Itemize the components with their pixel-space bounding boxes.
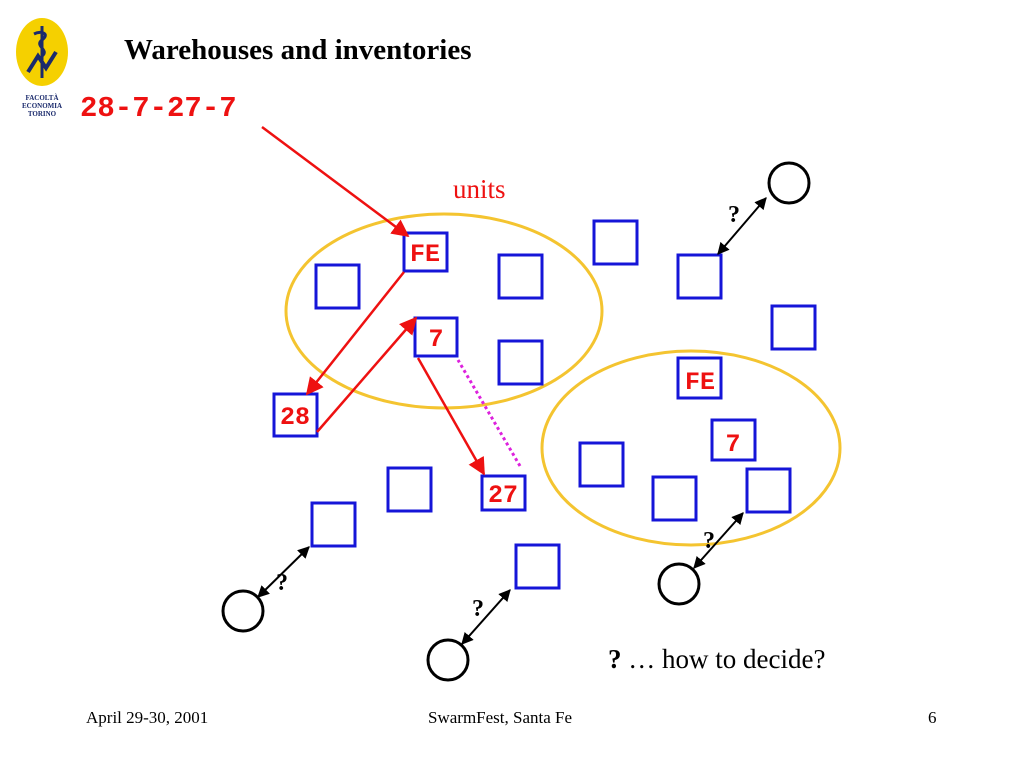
warehouse-ellipse-left xyxy=(284,212,604,410)
unit-box-7-right xyxy=(710,418,757,462)
faculty-logo: FACOLTÀ ECONOMIA TORINO xyxy=(12,12,72,127)
decision-arrow xyxy=(257,546,310,598)
sequence-label: 28-7-27-7 xyxy=(80,92,237,125)
unit-box xyxy=(592,219,639,266)
warehouse-ellipse-right xyxy=(540,349,842,547)
unit-box-28 xyxy=(272,392,319,438)
question-mark: ? xyxy=(728,202,740,228)
unit-box xyxy=(497,253,544,300)
dotted-link-27-to-7 xyxy=(456,359,522,467)
customer-circle xyxy=(767,161,811,205)
logo-text-line3: TORINO xyxy=(27,110,57,118)
unit-box xyxy=(578,441,625,488)
box-label-27: 27 xyxy=(488,481,518,510)
unit-box xyxy=(770,304,817,351)
slide-title: Warehouses and inventories xyxy=(124,34,472,66)
unit-box xyxy=(514,543,561,590)
legend: ? … how to decide? xyxy=(608,644,825,674)
unit-box xyxy=(676,253,723,300)
legend-symbol: ? xyxy=(608,644,622,674)
unit-box-fe-left xyxy=(402,231,449,273)
question-mark: ? xyxy=(276,570,288,596)
unit-box-fe-right xyxy=(676,356,723,400)
arrow-fe-to-28 xyxy=(305,271,405,396)
legend-text: … how to decide? xyxy=(622,644,826,674)
decision-arrow xyxy=(461,589,511,645)
box-label-28: 28 xyxy=(280,403,310,432)
unit-box xyxy=(497,339,544,386)
warehouse-diagram: FE 7 28 27 FE 7 ? ? ? ? ? … how to decid… xyxy=(221,125,842,682)
units-label: units xyxy=(453,174,506,204)
box-label-fe-right: FE xyxy=(685,368,715,397)
logo-text-line2: ECONOMIA xyxy=(21,102,63,110)
box-label-fe-left: FE xyxy=(410,240,440,269)
arrow-28-to-7 xyxy=(316,316,418,433)
arrow-sequence-to-fe xyxy=(261,125,410,238)
box-label-7-left: 7 xyxy=(428,325,443,354)
customer-circle xyxy=(221,589,265,633)
decision-arrow xyxy=(717,197,767,255)
customer-circle xyxy=(426,638,470,682)
customer-circle xyxy=(657,562,701,606)
box-label-7-right: 7 xyxy=(725,430,740,459)
footer-page-number: 6 xyxy=(928,708,937,727)
arrow-7-to-27 xyxy=(416,357,486,476)
logo-emblem-icon xyxy=(16,18,68,86)
unit-box-7-left xyxy=(413,316,459,358)
question-mark: ? xyxy=(703,528,715,554)
footer-event: SwarmFest, Santa Fe xyxy=(428,708,573,727)
unit-box xyxy=(314,263,361,310)
unit-box xyxy=(745,467,792,514)
unit-box xyxy=(386,466,433,513)
question-mark: ? xyxy=(472,596,484,622)
logo-text-line1: FACOLTÀ xyxy=(25,94,59,102)
unit-box xyxy=(310,501,357,548)
unit-box-27 xyxy=(480,474,527,512)
footer-date: April 29-30, 2001 xyxy=(86,708,209,727)
unit-box xyxy=(651,475,698,522)
decision-arrow xyxy=(693,512,744,569)
